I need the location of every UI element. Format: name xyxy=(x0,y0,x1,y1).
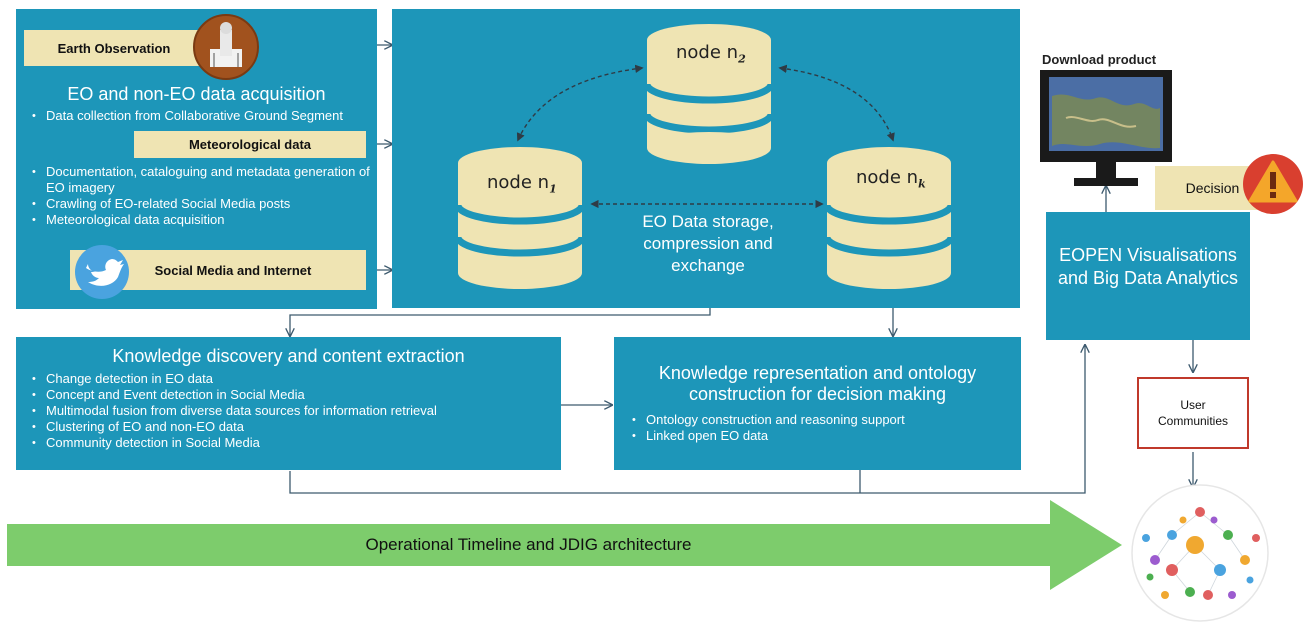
discovery-item: Clustering of EO and non-EO data xyxy=(32,419,571,435)
download-product-label: Download product xyxy=(1042,52,1157,67)
meteorological-tag: Meteorological data xyxy=(134,131,366,158)
link-node1-node2 xyxy=(516,64,644,142)
acquisition-item: Data collection from Collaborative Groun… xyxy=(32,108,382,124)
node-2-label: node n2 xyxy=(676,42,746,66)
user-communities-box: User Communities xyxy=(1137,377,1249,449)
discovery-item: Multimodal fusion from diverse data sour… xyxy=(32,403,571,419)
database-node-2-icon xyxy=(643,24,775,164)
earth-observation-tag: Earth Observation xyxy=(24,30,204,66)
visualisation-box xyxy=(1046,212,1250,340)
node-k-label: node nk xyxy=(856,167,926,191)
arrow-storage-to-discovery xyxy=(290,308,711,336)
database-node-1-icon xyxy=(454,147,586,289)
user-communities-label: User Communities xyxy=(1157,398,1229,428)
arrow-to-visualisation xyxy=(289,345,1085,494)
acquisition-list-2: Documentation, cataloguing and metadata … xyxy=(30,164,382,228)
storage-label: EO Data storage, compression and exchang… xyxy=(642,212,774,275)
acquisition-item: Crawling of EO-related Social Media post… xyxy=(32,196,382,212)
knowledge-discovery-title: Knowledge discovery and content extracti… xyxy=(112,346,465,366)
knowledge-representation-box xyxy=(614,337,1021,470)
node-1-label: node n1 xyxy=(487,172,557,196)
representation-item: Linked open EO data xyxy=(632,428,1026,444)
acquisition-item: Meteorological data acquisition xyxy=(32,212,382,228)
database-node-k-icon xyxy=(823,147,955,289)
discovery-item: Community detection in Social Media xyxy=(32,435,571,451)
knowledge-discovery-list: Change detection in EO data Concept and … xyxy=(30,371,571,451)
timeline-label: Operational Timeline and JDIG architectu… xyxy=(365,535,692,554)
knowledge-representation-title: Knowledge representation and ontology co… xyxy=(658,363,977,404)
acquisition-list-1: Data collection from Collaborative Groun… xyxy=(30,108,382,124)
discovery-item: Change detection in EO data xyxy=(32,371,571,387)
acquisition-title: EO and non-EO data acquisition xyxy=(67,84,326,104)
discovery-item: Concept and Event detection in Social Me… xyxy=(32,387,571,403)
knowledge-representation-list: Ontology construction and reasoning supp… xyxy=(630,412,1026,444)
acquisition-item: Documentation, cataloguing and metadata … xyxy=(32,164,382,196)
representation-item: Ontology construction and reasoning supp… xyxy=(632,412,1026,428)
link-node2-nodek xyxy=(778,64,895,142)
visualisation-title: EOPEN Visualisations and Big Data Analyt… xyxy=(1057,245,1239,288)
